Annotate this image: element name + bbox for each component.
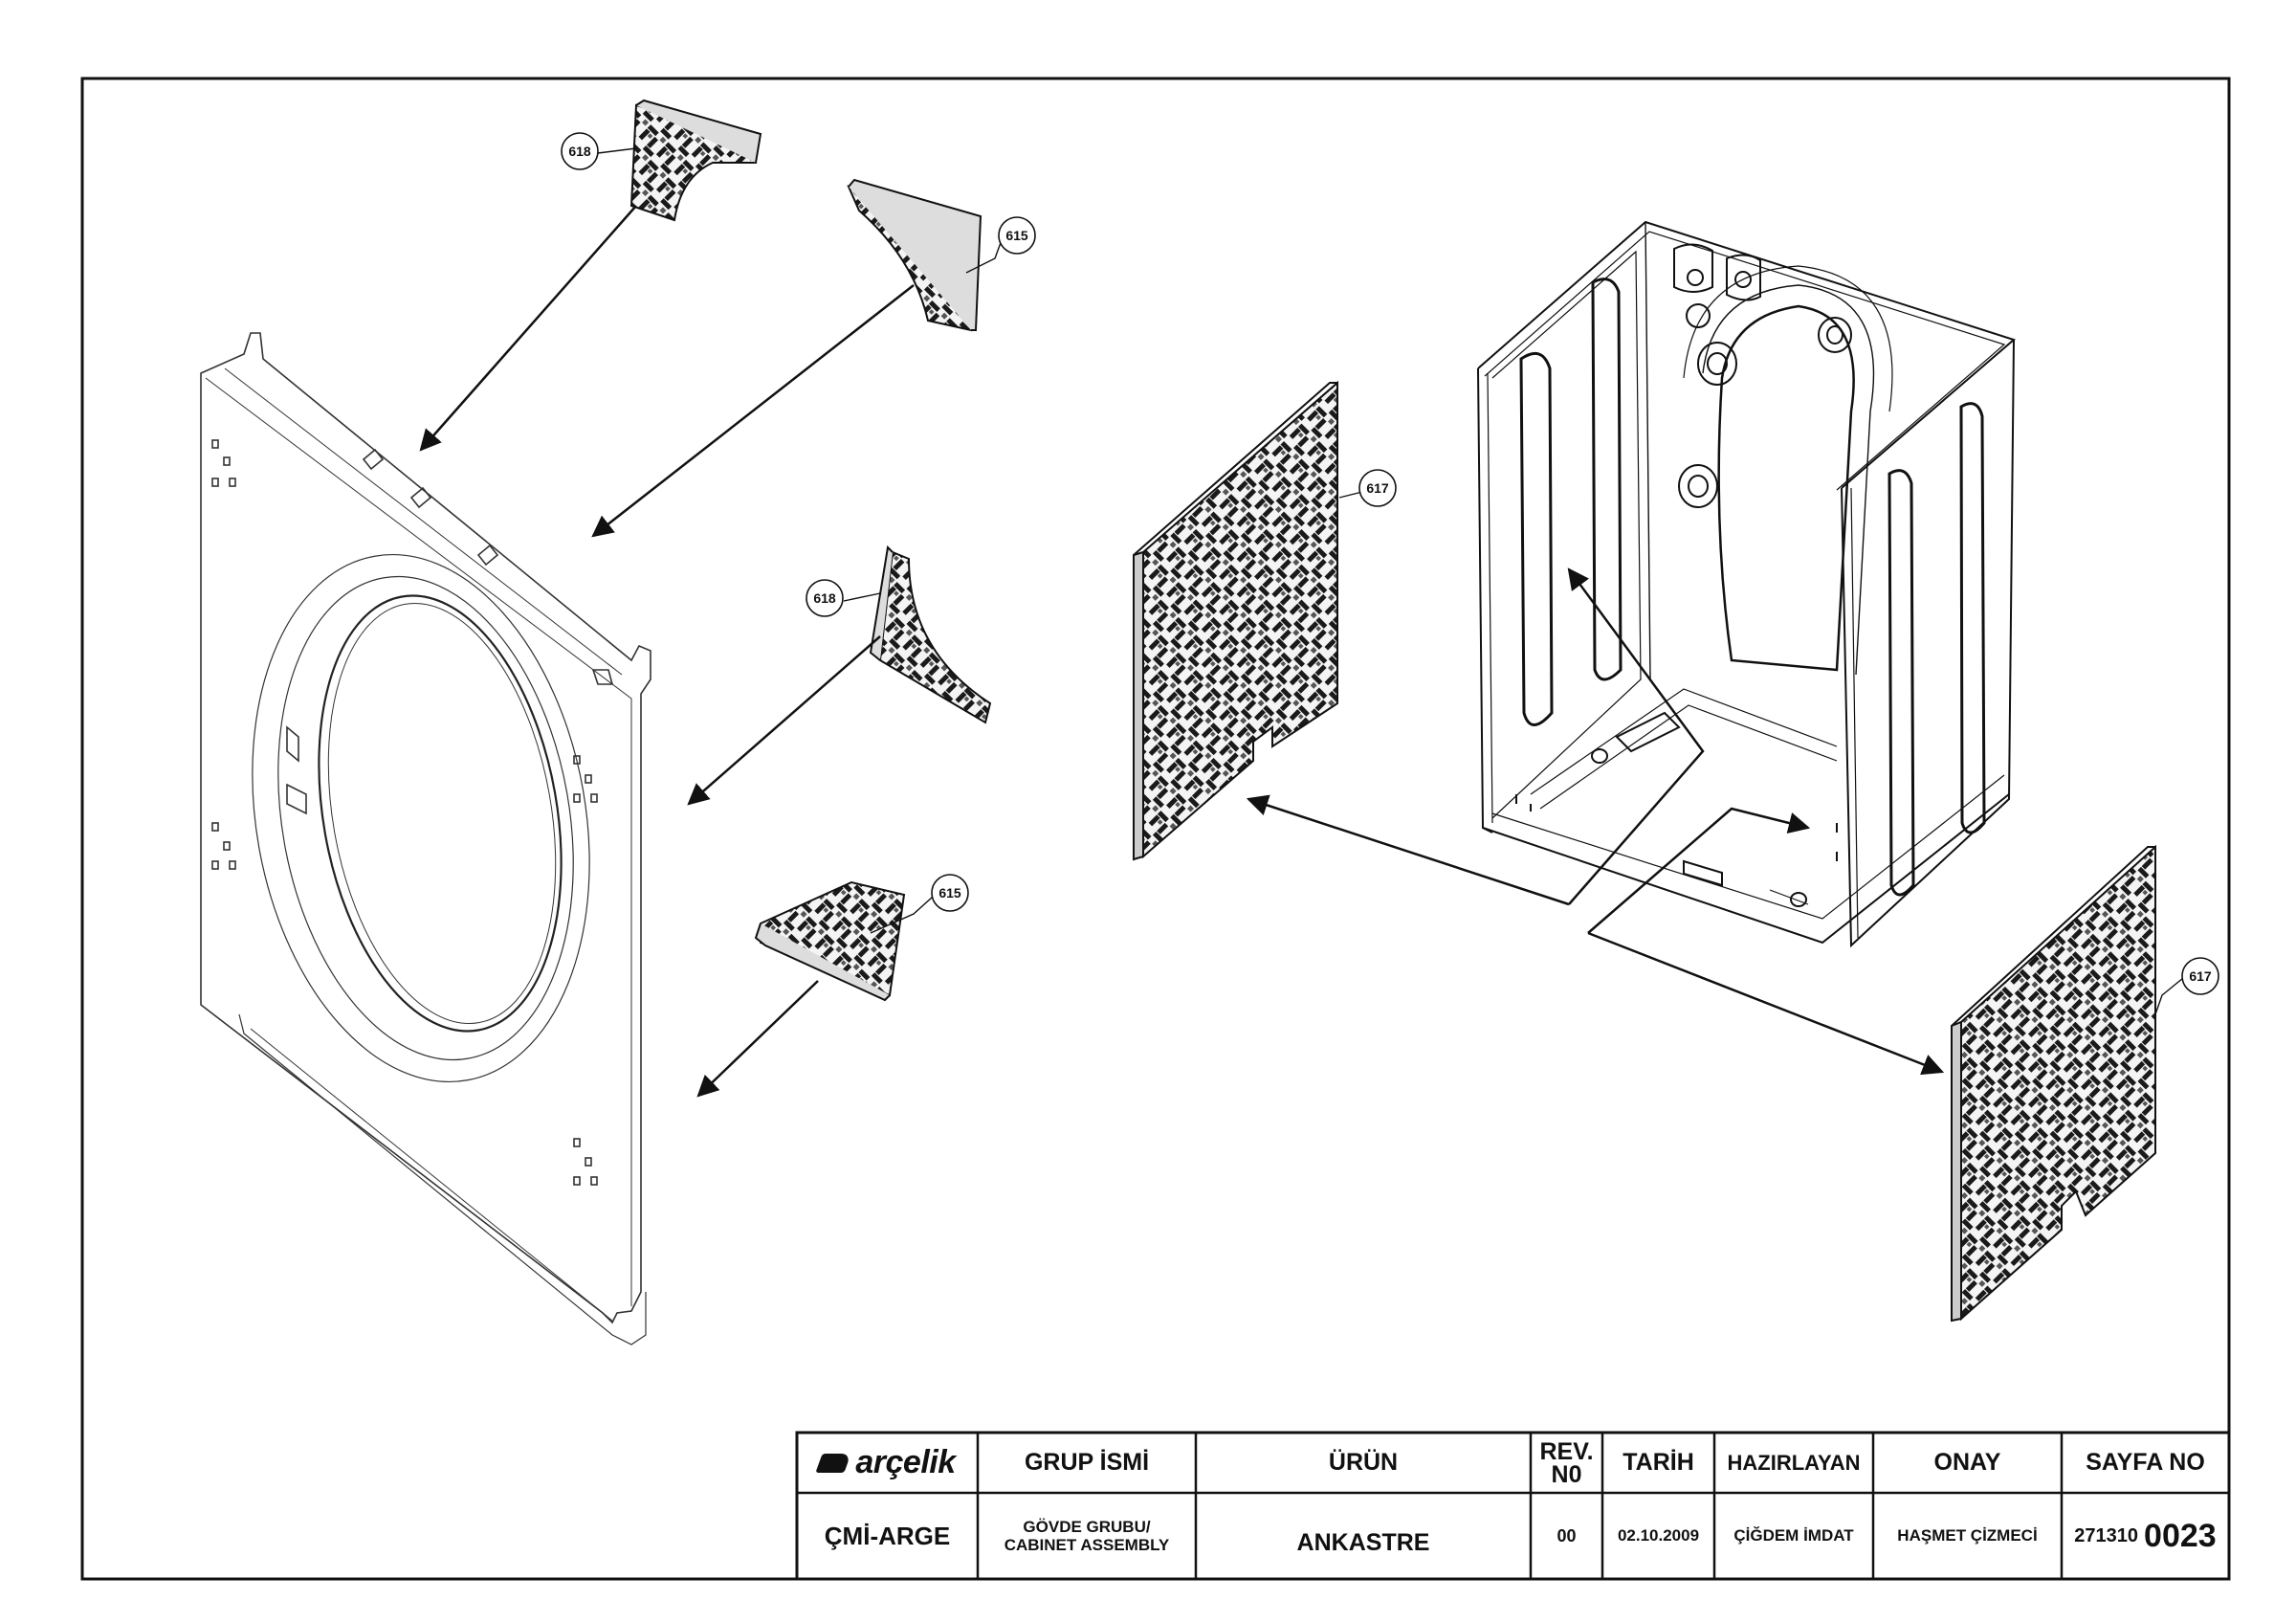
product-value: ANKASTRE <box>1296 1528 1430 1556</box>
header-date: TARİH <box>1623 1449 1694 1476</box>
callout-bubble-615-bottom: 615 <box>931 874 969 912</box>
header-group-name: GRUP İSMİ <box>1024 1449 1150 1476</box>
logo-text: arçelik <box>855 1444 956 1480</box>
callout-bubble-618-top: 618 <box>561 132 599 170</box>
callout-label: 617 <box>1366 480 1389 496</box>
title-block: arçelik GRUP İSMİ ÜRÜN REV. N0 TARİH HAZ… <box>797 1433 2232 1579</box>
callout-label: 618 <box>813 590 836 606</box>
callout-label: 615 <box>1005 228 1028 243</box>
arcelik-logo-mark-icon <box>815 1453 851 1473</box>
callout-label: 618 <box>568 144 591 159</box>
group-name-line2: CABINET ASSEMBLY <box>1004 1536 1170 1554</box>
callout-label: 615 <box>938 885 961 900</box>
department-value: ÇMİ-ARGE <box>824 1521 951 1550</box>
callout-leaders <box>597 147 2184 1015</box>
rev-value: 00 <box>1556 1525 1577 1545</box>
pad-618-middle <box>869 545 992 724</box>
page-no-value: 271310 0023 <box>2062 1493 2229 1579</box>
pad-615-bottom <box>754 880 906 1002</box>
header-prepared-by: HAZIRLAYAN <box>1727 1450 1861 1475</box>
date-value: 02.10.2009 <box>1617 1526 1700 1545</box>
page-no-suffix: 0023 <box>2144 1517 2217 1554</box>
callout-bubble-617-right: 617 <box>2181 957 2219 995</box>
arcelik-logo: arçelik <box>797 1433 978 1493</box>
callout-label: 617 <box>2189 968 2212 984</box>
page-no-prefix: 271310 <box>2074 1524 2139 1546</box>
pad-615-top <box>847 178 982 332</box>
prepared-by-value: ÇİĞDEM İMDAT <box>1733 1526 1854 1545</box>
group-name-value: GÖVDE GRUBU/ CABINET ASSEMBLY <box>978 1493 1196 1579</box>
pad-618-top <box>629 99 762 222</box>
callout-bubble-617-left: 617 <box>1358 469 1397 507</box>
header-page-no: SAYFA NO <box>2086 1449 2205 1476</box>
pad-617-left <box>1133 380 1338 861</box>
approval-value: HAŞMET ÇİZMECİ <box>1897 1526 2038 1545</box>
cabinet-body <box>1477 220 2017 948</box>
group-name-line1: GÖVDE GRUBU/ <box>1023 1518 1151 1536</box>
pad-617-right <box>1951 844 2156 1323</box>
callout-bubble-615-top: 615 <box>998 216 1036 255</box>
header-product: ÜRÜN <box>1328 1449 1399 1476</box>
title-block-grid <box>795 1431 2231 1581</box>
callout-bubble-618-middle: 618 <box>806 579 844 617</box>
header-rev: REV. N0 <box>1539 1437 1594 1488</box>
front-panel <box>200 332 651 1345</box>
header-approval: ONAY <box>1933 1449 2001 1476</box>
assembly-arrows <box>419 205 1945 1098</box>
